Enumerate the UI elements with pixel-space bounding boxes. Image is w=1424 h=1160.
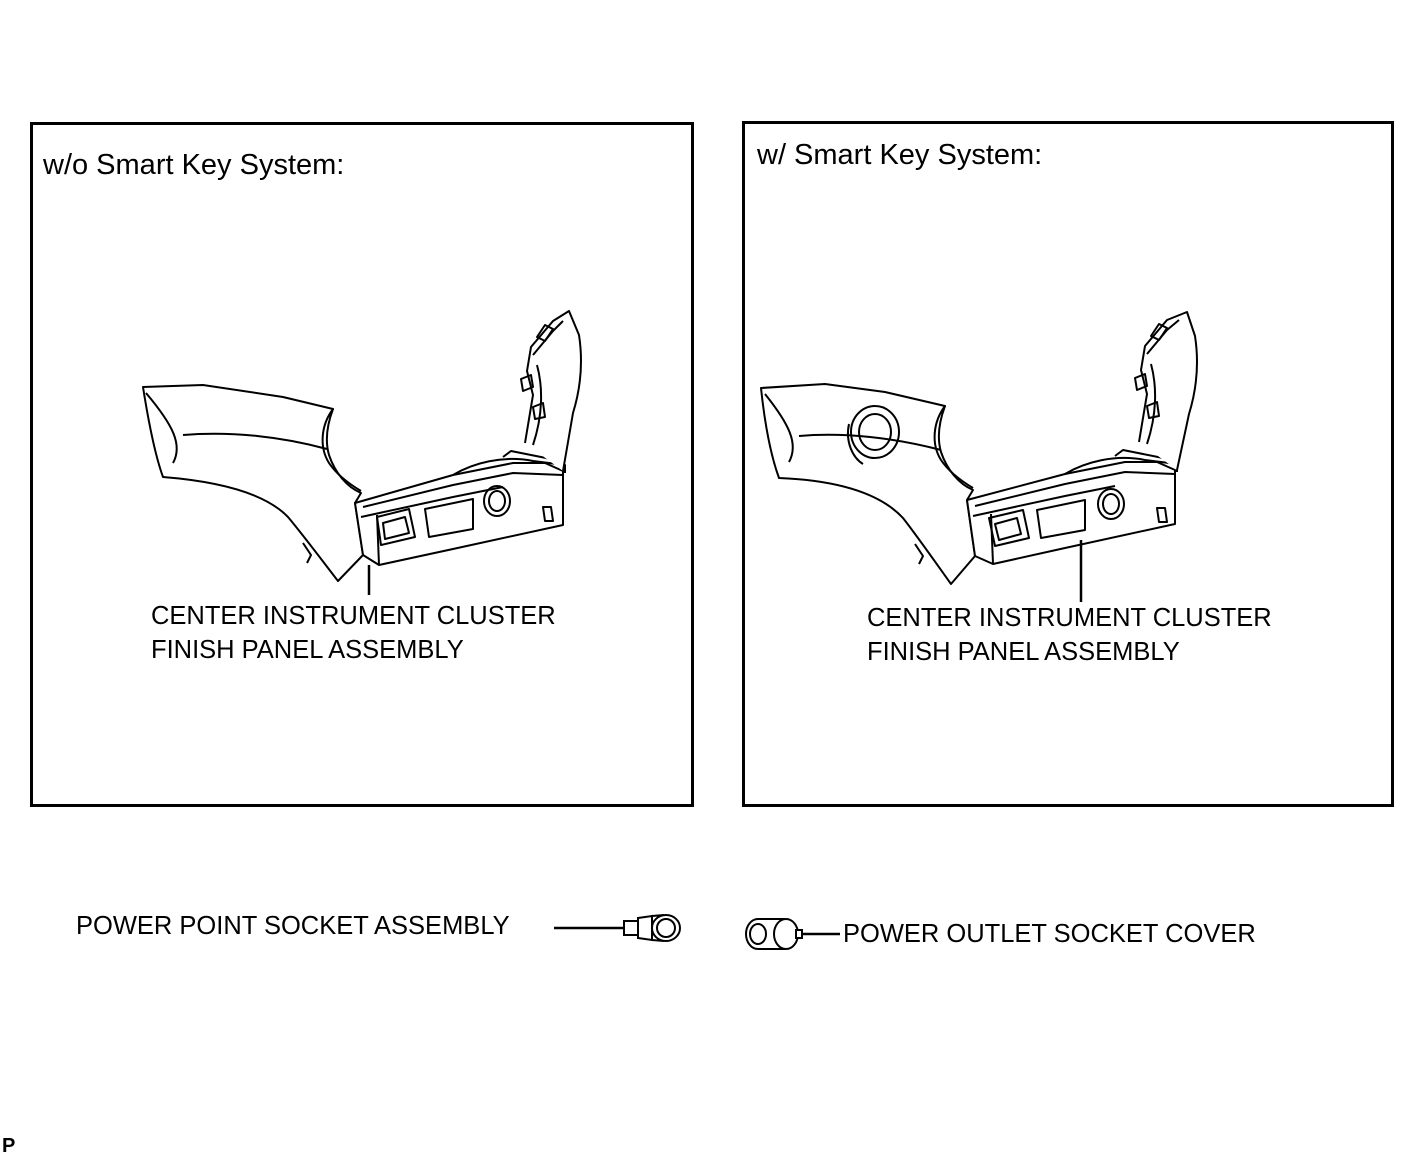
power-point-socket-label: POWER POINT SOCKET ASSEMBLY — [76, 912, 510, 940]
callout-line-2: FINISH PANEL ASSEMBLY — [151, 636, 464, 664]
finish-panel-callout: CENTER INSTRUMENT CLUSTER FINISH PANEL A… — [867, 601, 1272, 669]
finish-panel-callout: CENTER INSTRUMENT CLUSTER FINISH PANEL A… — [151, 599, 556, 667]
panel-with-smart-key: w/ Smart Key System: — [742, 121, 1394, 807]
callout-line-1: CENTER INSTRUMENT CLUSTER — [867, 604, 1272, 632]
callout-line-2: FINISH PANEL ASSEMBLY — [867, 638, 1180, 666]
finish-panel-illustration — [760, 311, 1198, 602]
panel-title: w/o Smart Key System: — [43, 149, 345, 181]
callout-line-1: CENTER INSTRUMENT CLUSTER — [151, 602, 556, 630]
panel-title: w/ Smart Key System: — [757, 139, 1043, 171]
power-point-socket-illustration — [554, 914, 681, 942]
finish-panel-illustration — [142, 310, 582, 595]
power-outlet-cover-illustration — [745, 918, 840, 950]
power-outlet-cover-label: POWER OUTLET SOCKET COVER — [843, 920, 1256, 948]
panel-without-smart-key: w/o Smart Key System: — [30, 122, 694, 807]
page-marker: P — [2, 1135, 16, 1157]
